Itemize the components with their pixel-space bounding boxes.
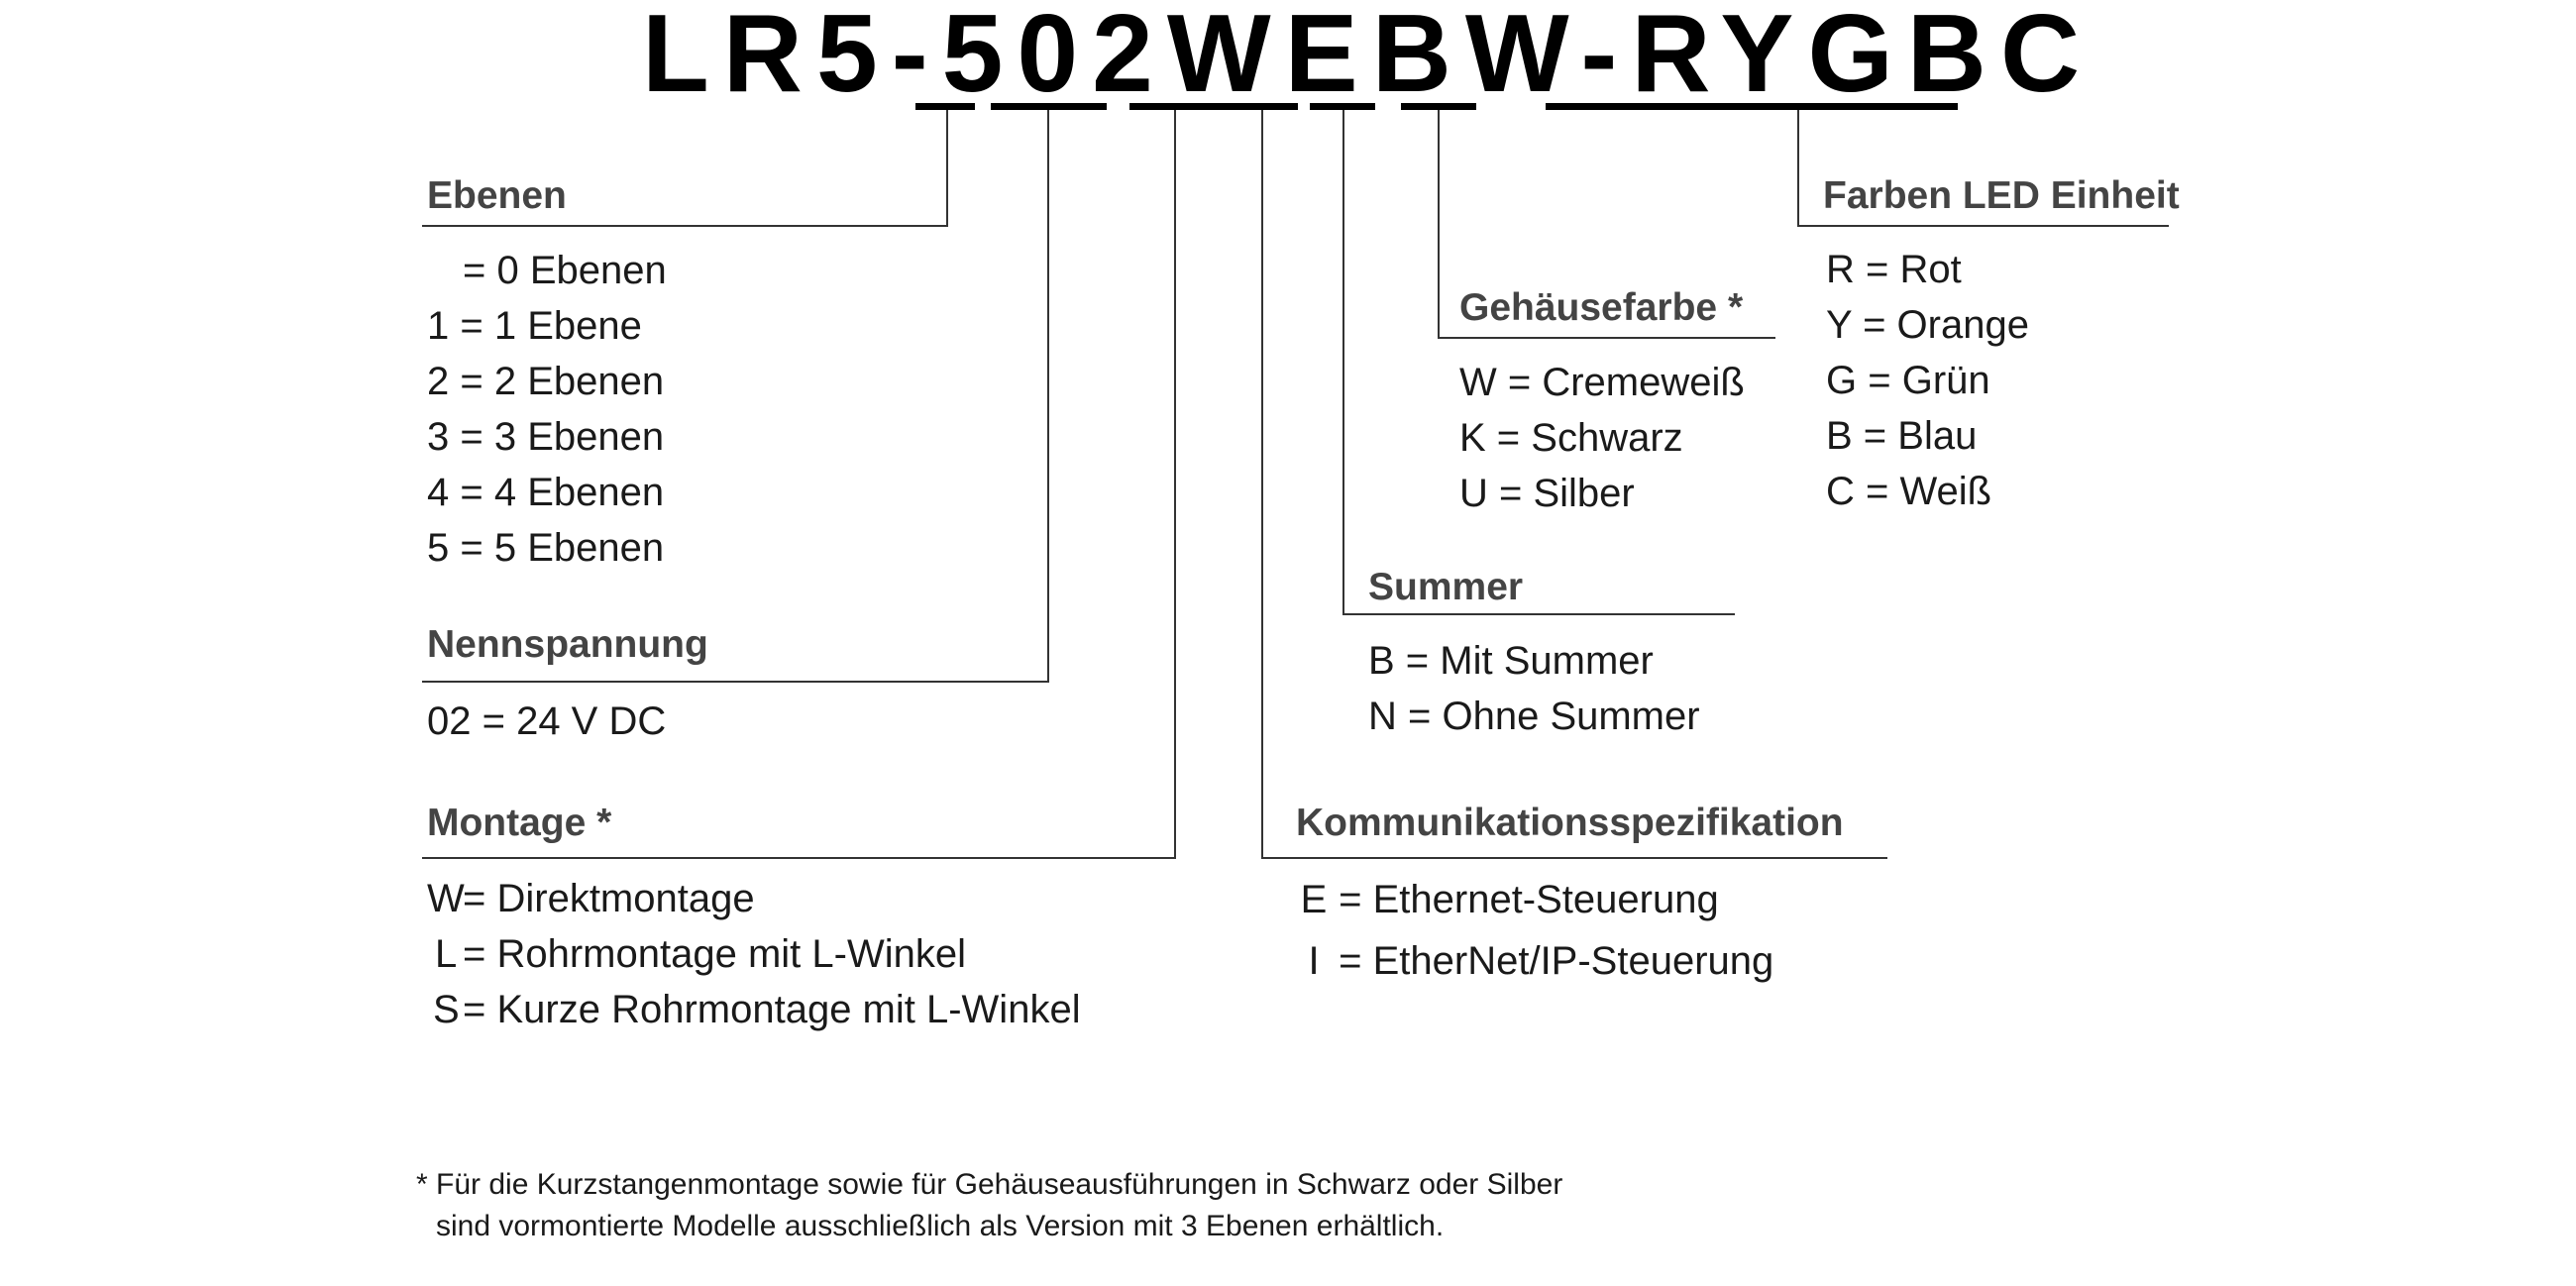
nennspannung-heading: Nennspannung xyxy=(427,623,708,666)
code-colors: RYGBC xyxy=(1631,0,2094,115)
code-housing: W xyxy=(1464,0,1581,115)
code-buzzer: B xyxy=(1371,0,1465,115)
kommunikation-key: I xyxy=(1308,939,1320,983)
underline-colors xyxy=(1546,103,1958,110)
farben-heading: Farben LED Einheit xyxy=(1823,174,2180,217)
connector-gehaeuse-h xyxy=(1438,337,1775,339)
connector-gehaeuse-v xyxy=(1438,110,1440,339)
ebenen-list: = 0 Ebenen 1 = 1 Ebene 2 = 2 Ebenen 3 = … xyxy=(427,243,667,576)
kommunikation-item: E = Ethernet-Steuerung xyxy=(1300,869,1773,930)
kommunikation-list: E = Ethernet-Steuerung I = EtherNet/IP-S… xyxy=(1300,869,1774,992)
connector-montage-h xyxy=(422,857,1176,859)
connector-summer-v xyxy=(1342,110,1344,615)
footnote-line-1: * Für die Kurzstangenmontage sowie für G… xyxy=(416,1168,1563,1201)
code-mounting: W xyxy=(1166,0,1285,115)
summer-item: N = Ohne Summer xyxy=(1368,695,1700,738)
montage-text: = Kurze Rohrmontage mit L-Winkel xyxy=(463,988,1081,1031)
summer-list: B = Mit Summer N = Ohne Summer xyxy=(1368,633,1700,744)
gehaeusefarbe-item: K = Schwarz xyxy=(1459,416,1683,460)
model-code: LR5-502WEBW-RYGBC xyxy=(642,0,2093,113)
farben-item: G = Grün xyxy=(1826,359,1990,402)
summer-heading: Summer xyxy=(1368,566,1524,608)
gehaeusefarbe-heading: Gehäusefarbe * xyxy=(1459,286,1744,329)
connector-komm-v xyxy=(1261,110,1263,859)
connector-farben-v xyxy=(1797,110,1799,227)
farben-item: Y = Orange xyxy=(1826,303,2029,347)
montage-key: L xyxy=(435,932,458,976)
connector-nennspannung-h xyxy=(422,681,1049,683)
farben-item: R = Rot xyxy=(1826,248,1962,291)
kommunikation-text: = Ethernet-Steuerung xyxy=(1339,878,1719,921)
montage-item: W= Direktmontage xyxy=(427,871,1081,926)
connector-summer-h xyxy=(1342,613,1735,615)
ebenen-item: 2 = 2 Ebenen xyxy=(427,360,665,403)
ebenen-item: 3 = 3 Ebenen xyxy=(427,415,665,459)
underline-levels xyxy=(915,103,975,110)
connector-ebenen-v xyxy=(946,110,948,227)
footnote-line-2: sind vormontierte Modelle ausschließlich… xyxy=(436,1210,1445,1242)
ebenen-item: 1 = 1 Ebene xyxy=(427,304,642,348)
underline-housing xyxy=(1401,103,1476,110)
connector-montage-v xyxy=(1174,110,1176,859)
summer-item: B = Mit Summer xyxy=(1368,639,1654,683)
code-prefix: LR5- xyxy=(642,0,942,115)
connector-ebenen-h xyxy=(422,225,948,227)
montage-key: S xyxy=(433,988,460,1031)
kommunikation-item: I = EtherNet/IP-Steuerung xyxy=(1300,930,1773,992)
montage-heading: Montage * xyxy=(427,802,612,844)
montage-item: S= Kurze Rohrmontage mit L-Winkel xyxy=(427,982,1081,1037)
montage-text: = Rohrmontage mit L-Winkel xyxy=(463,932,966,976)
footnote: * Für die Kurzstangenmontage sowie für G… xyxy=(416,1164,1562,1247)
code-levels: 5 xyxy=(941,0,1018,115)
connector-farben-h xyxy=(1797,225,2169,227)
ebenen-item: 4 = 4 Ebenen xyxy=(427,471,665,514)
connector-komm-h xyxy=(1261,857,1887,859)
farben-item: B = Blau xyxy=(1826,414,1978,458)
montage-list: W= Direktmontage L= Rohrmontage mit L-Wi… xyxy=(427,871,1081,1037)
connector-nennspannung-v xyxy=(1047,110,1049,683)
ebenen-item: 5 = 5 Ebenen xyxy=(427,526,665,570)
underline-buzzer xyxy=(1310,103,1375,110)
gehaeusefarbe-list: W = Cremeweiß K = Schwarz U = Silber xyxy=(1459,355,1745,521)
underline-voltage xyxy=(991,103,1107,110)
nennspannung-item: 02 = 24 V DC xyxy=(427,699,667,743)
gehaeusefarbe-item: U = Silber xyxy=(1459,472,1635,515)
code-comm: E xyxy=(1284,0,1372,115)
ebenen-item: = 0 Ebenen xyxy=(463,249,667,292)
code-voltage: 02 xyxy=(1017,0,1167,115)
farben-item: C = Weiß xyxy=(1826,470,1992,513)
montage-key: W xyxy=(427,877,465,920)
ebenen-heading: Ebenen xyxy=(427,174,567,217)
kommunikation-text: = EtherNet/IP-Steuerung xyxy=(1339,939,1774,983)
kommunikation-heading: Kommunikationsspezifikation xyxy=(1296,802,1844,844)
underline-comm xyxy=(1227,103,1298,110)
montage-text: = Direktmontage xyxy=(463,877,755,920)
farben-list: R = Rot Y = Orange G = Grün B = Blau C =… xyxy=(1826,242,2029,519)
kommunikation-key: E xyxy=(1300,878,1328,921)
underline-mounting xyxy=(1129,103,1227,110)
nennspannung-list: 02 = 24 V DC xyxy=(427,694,666,749)
montage-item: L= Rohrmontage mit L-Winkel xyxy=(427,926,1081,982)
gehaeusefarbe-item: W = Cremeweiß xyxy=(1459,361,1745,404)
code-separator: - xyxy=(1580,0,1632,115)
